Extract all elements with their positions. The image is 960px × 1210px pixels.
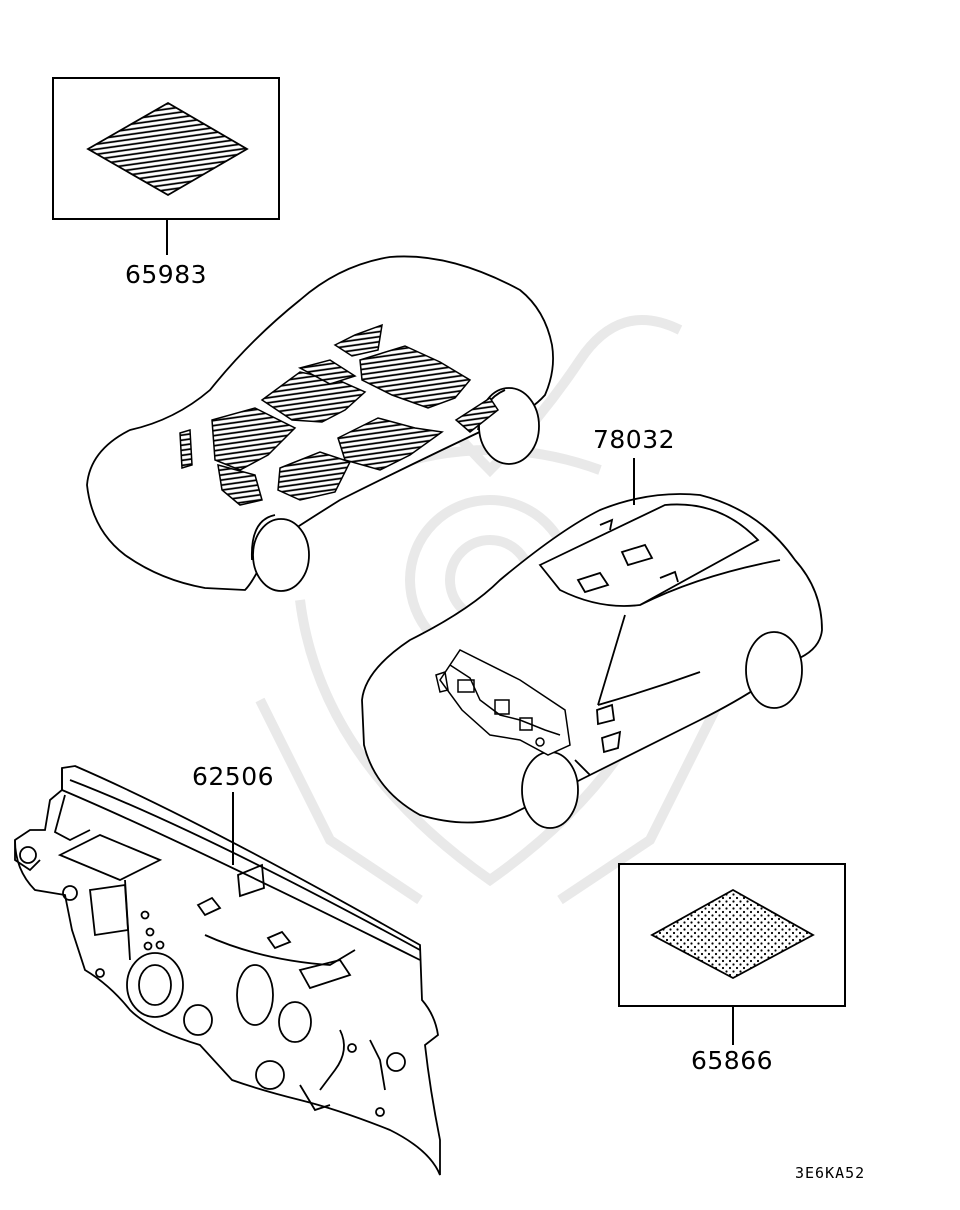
- dotted-sheet-part: [618, 863, 846, 1045]
- cowl-insulator: [435, 649, 571, 756]
- part-number-65866: 65866: [691, 1046, 774, 1075]
- part-number-65983: 65983: [125, 260, 208, 289]
- part-number-62506: 62506: [192, 762, 275, 791]
- dash-panel-part: [14, 765, 441, 1176]
- roof-car-outline: [361, 493, 823, 829]
- diagram-code: 3E6KA52: [795, 1164, 866, 1182]
- hatched-sheet-part: [52, 77, 280, 255]
- floor-insulator-pads: [179, 323, 500, 506]
- part-number-78032: 78032: [593, 425, 676, 454]
